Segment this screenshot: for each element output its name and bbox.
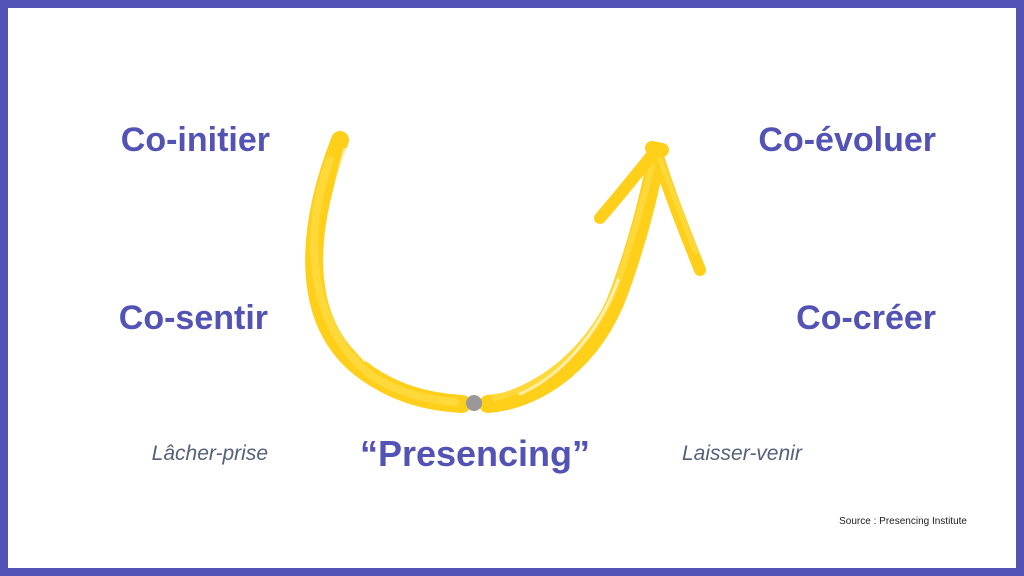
label-co-evoluer: Co-évoluer bbox=[758, 121, 936, 159]
source-credit: Source : Presencing Institute bbox=[839, 516, 967, 527]
arrowhead bbox=[594, 141, 706, 276]
label-co-creer: Co-créer bbox=[796, 299, 936, 337]
label-co-sentir: Co-sentir bbox=[118, 299, 268, 337]
label-presencing: “Presencing” bbox=[359, 433, 591, 474]
label-co-initier: Co-initier bbox=[120, 121, 270, 159]
label-lacher-prise: Lâcher-prise bbox=[151, 442, 268, 465]
arrow-right-branch bbox=[479, 151, 665, 413]
label-laisser-venir: Laisser-venir bbox=[682, 442, 802, 465]
arrow-left-branch bbox=[305, 131, 471, 413]
presencing-dot bbox=[466, 395, 482, 411]
